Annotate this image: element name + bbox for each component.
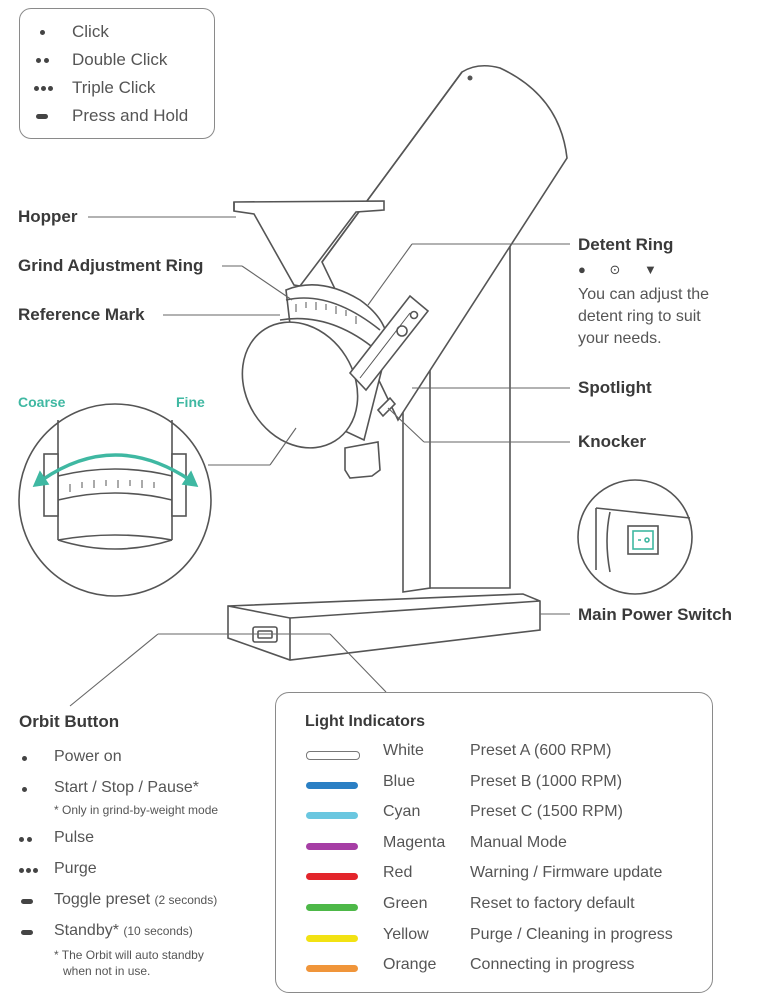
dash-icon [19,897,43,907]
color-swatch [306,904,358,911]
color-meaning: Purge / Cleaning in progress [470,925,673,943]
color-swatch [306,751,360,760]
color-meaning: Manual Mode [470,833,567,851]
grinder-base [227,593,541,661]
color-name: Blue [383,772,416,790]
legend-item-triple-click: Triple Click [20,77,216,99]
single-dot-icon [19,754,43,764]
detent-note-line: You can adjust the [578,286,710,303]
coarse-label: Coarse [18,394,66,410]
legend-label: Double Click [72,50,168,69]
light-indicator-row: Yellow Purge / Cleaning in progress [276,926,714,950]
light-indicators-title: Light Indicators [305,713,425,730]
orbit-button-title: Orbit Button [19,712,120,731]
legend-item-double-click: Double Click [20,49,216,71]
orbit-item-label: Standby* (10 seconds) [54,922,193,939]
burr-housing [241,284,389,449]
grounds-chute [344,441,381,479]
knocker-icon [376,396,397,418]
color-meaning: Preset A (600 RPM) [470,742,612,759]
dash-icon [19,928,43,938]
color-meaning: Preset C (1500 RPM) [470,803,623,821]
color-meaning: Reset to factory default [470,895,635,912]
orbit-item-duration: (2 seconds) [154,893,218,907]
light-indicator-row: Orange Connecting in progress [276,956,714,980]
orbit-item-label: Power on [54,748,122,765]
color-swatch [306,965,358,973]
orbit-item-label: Toggle preset (2 seconds) [54,891,218,908]
legend-item-click: Click [20,21,216,43]
color-swatch [306,812,358,820]
color-name: Red [383,864,413,882]
detent-note-line: your needs. [578,330,662,347]
light-indicator-row: Cyan Preset C (1500 RPM) [276,803,714,827]
orbit-item-label: Start / Stop / Pause* [54,779,199,796]
dash-icon [34,107,64,125]
color-name: Yellow [383,925,429,943]
legend-label: Click [72,22,109,41]
color-swatch [306,781,358,789]
light-indicators-panel: Light Indicators White Preset A (600 RPM)… [275,692,713,993]
color-swatch [306,842,358,850]
double-dot-icon [19,835,43,845]
orbit-note-start: * Only in grind-by-weight mode [54,803,219,817]
legend-item-press-and-hold: Press and Hold [20,105,216,127]
power-switch-zoom [577,479,693,595]
fine-label: Fine [176,394,205,410]
detent-symbols: ● ⊙ ▼ [578,262,667,277]
grind-adjust-zoom [18,403,212,597]
light-indicator-row: Blue Preset B (1000 RPM) [276,773,714,797]
single-dot-icon [34,23,64,41]
main-power-switch-label: Main Power Switch [578,605,732,624]
light-indicator-row: White Preset A (600 RPM) [276,742,714,766]
color-swatch [306,873,358,881]
detent-note: You can adjust the detent ring to suit y… [578,284,709,350]
color-name: Cyan [383,803,421,821]
color-meaning: Preset B (1000 RPM) [470,772,623,790]
color-swatch [306,934,358,942]
single-dot-icon [19,785,43,795]
color-name: Green [383,895,428,912]
color-name: Magenta [383,833,446,851]
hopper-label: Hopper [18,207,78,226]
color-meaning: Connecting in progress [470,956,635,974]
click-legend: Click Double Click Triple Click Press an… [19,8,215,139]
reference-mark-label: Reference Mark [18,305,145,324]
spotlight-label: Spotlight [578,378,652,397]
color-name: Orange [383,956,437,974]
leader-lines [69,216,570,707]
light-indicator-row: Magenta Manual Mode [276,834,714,858]
detent-note-line: detent ring to suit [578,308,701,325]
legend-label: Press and Hold [72,106,189,125]
orbit-item-label: Pulse [54,829,95,846]
light-indicator-row: Green Reset to factory default [276,895,714,919]
grind-adjustment-ring-label: Grind Adjustment Ring [18,256,204,275]
orbit-item-duration: (10 seconds) [123,924,193,938]
color-name: White [383,742,424,759]
spotlight-bracket [348,294,430,392]
triple-dot-icon [34,79,64,97]
color-meaning: Warning / Firmware update [470,864,663,882]
triple-dot-icon [19,866,43,876]
double-dot-icon [34,51,64,69]
orbit-item-label: Purge [54,860,97,877]
detent-ring-label: Detent Ring [578,235,674,254]
orbit-note-standby: * The Orbit will auto standby when not i… [54,948,204,978]
knocker-label: Knocker [578,432,647,451]
light-indicator-row: Red Warning / Firmware update [276,864,714,888]
legend-label: Triple Click [72,78,156,97]
